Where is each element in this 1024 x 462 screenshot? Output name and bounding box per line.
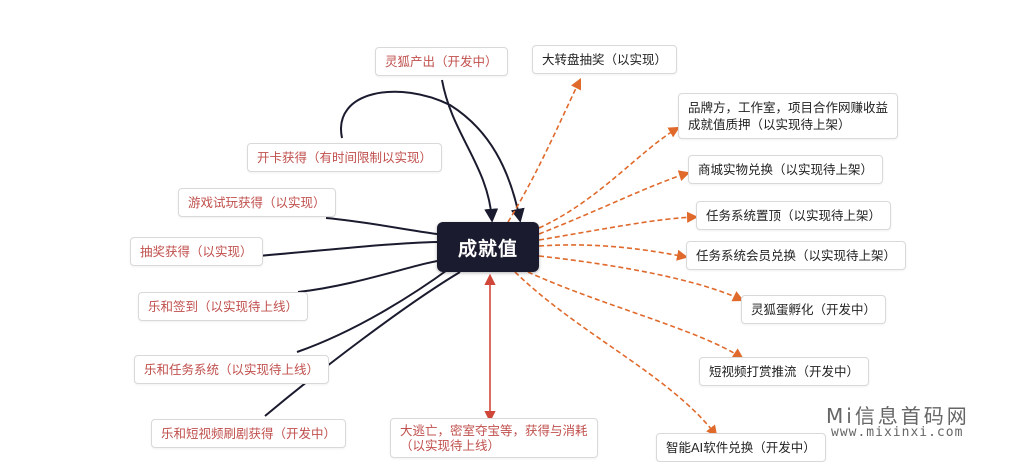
edge-in-7: [264, 271, 461, 417]
node-label: 大转盘抽奖（以实现）: [542, 52, 668, 67]
node-label: 乐和短视频刷剧获得（开发中）: [161, 426, 337, 441]
target-node-mall-exchange[interactable]: 商城实物兑换（以实现待上架）: [688, 155, 884, 184]
node-label: 商城实物兑换（以实现待上架）: [698, 162, 874, 177]
source-node-card-open[interactable]: 开卡获得（有时间限制以实现）: [247, 143, 443, 172]
target-node-video-tip[interactable]: 短视频打赏推流（开发中）: [699, 357, 870, 386]
target-node-ai-software[interactable]: 智能AI软件兑换（开发中）: [656, 433, 826, 462]
source-node-short-video[interactable]: 乐和短视频刷剧获得（开发中）: [151, 419, 347, 448]
edge-in-6: [296, 267, 451, 353]
node-label-line1: 大逃亡，密室夺宝等，获得与消耗: [400, 423, 588, 438]
node-label: 任务系统会员兑换（以实现待上架）: [696, 248, 897, 263]
node-label: 开卡获得（有时间限制以实现）: [257, 150, 433, 165]
edge-out-4: [538, 211, 699, 241]
node-label: 灵狐蛋孵化（开发中）: [751, 302, 877, 317]
source-node-checkin[interactable]: 乐和签到（以实现待上线）: [138, 292, 309, 321]
target-node-vip-exchange[interactable]: 任务系统会员兑换（以实现待上架）: [686, 241, 907, 270]
edge-in-3: [325, 217, 438, 235]
edge-in-1b: [340, 90, 525, 223]
bidirectional-node-escape-games[interactable]: 大逃亡，密室夺宝等，获得与消耗 （以实现待上线）: [390, 418, 598, 458]
target-node-brand-pledge[interactable]: 品牌方，工作室，项目合作网赚收益 成就值质押（以实现待上架）: [678, 93, 899, 139]
watermark-url: www.mixinxi.com: [831, 425, 964, 440]
node-label: 智能AI软件兑换（开发中）: [666, 440, 816, 455]
source-node-task-system[interactable]: 乐和任务系统（以实现待上线）: [134, 355, 330, 384]
target-node-task-pin[interactable]: 任务系统置顶（以实现待上架）: [696, 201, 892, 230]
edge-out-8: [514, 271, 718, 437]
node-label: 乐和任务系统（以实现待上线）: [144, 362, 320, 377]
edge-in-1: [441, 79, 499, 223]
node-label: 游戏试玩获得（以实现）: [188, 195, 326, 210]
node-label: 抽奖获得（以实现）: [140, 244, 253, 259]
target-node-wheel-lottery[interactable]: 大转盘抽奖（以实现）: [532, 45, 678, 74]
node-label: 乐和签到（以实现待上线）: [148, 299, 299, 314]
source-node-fox-output[interactable]: 灵狐产出（开发中）: [375, 47, 508, 76]
node-label-line2: 成就值质押（以实现待上架）: [688, 117, 851, 132]
edge-out-7: [527, 271, 744, 360]
source-node-game-trial[interactable]: 游戏试玩获得（以实现）: [178, 188, 336, 217]
node-label: 灵狐产出（开发中）: [385, 54, 498, 69]
node-label-line1: 品牌方，工作室，项目合作网赚收益: [688, 100, 889, 115]
node-label-line2: （以实现待上线）: [400, 438, 501, 453]
target-node-fox-egg[interactable]: 灵狐蛋孵化（开发中）: [741, 295, 887, 324]
center-node-label: 成就值: [457, 237, 518, 260]
edge-out-1: [507, 77, 582, 223]
center-node[interactable]: 成就值: [437, 222, 539, 272]
edge-in-5: [297, 259, 446, 293]
edge-out-3: [538, 170, 691, 235]
edge-in-4: [257, 241, 438, 257]
watermark-title: Mi信息首码网: [826, 404, 970, 428]
edge-out-5: [538, 244, 689, 261]
node-label: 短视频打赏推流（开发中）: [709, 364, 860, 379]
source-node-lottery[interactable]: 抽奖获得（以实现）: [130, 237, 263, 266]
node-label: 任务系统置顶（以实现待上架）: [706, 208, 882, 223]
edge-out-2: [538, 126, 680, 229]
